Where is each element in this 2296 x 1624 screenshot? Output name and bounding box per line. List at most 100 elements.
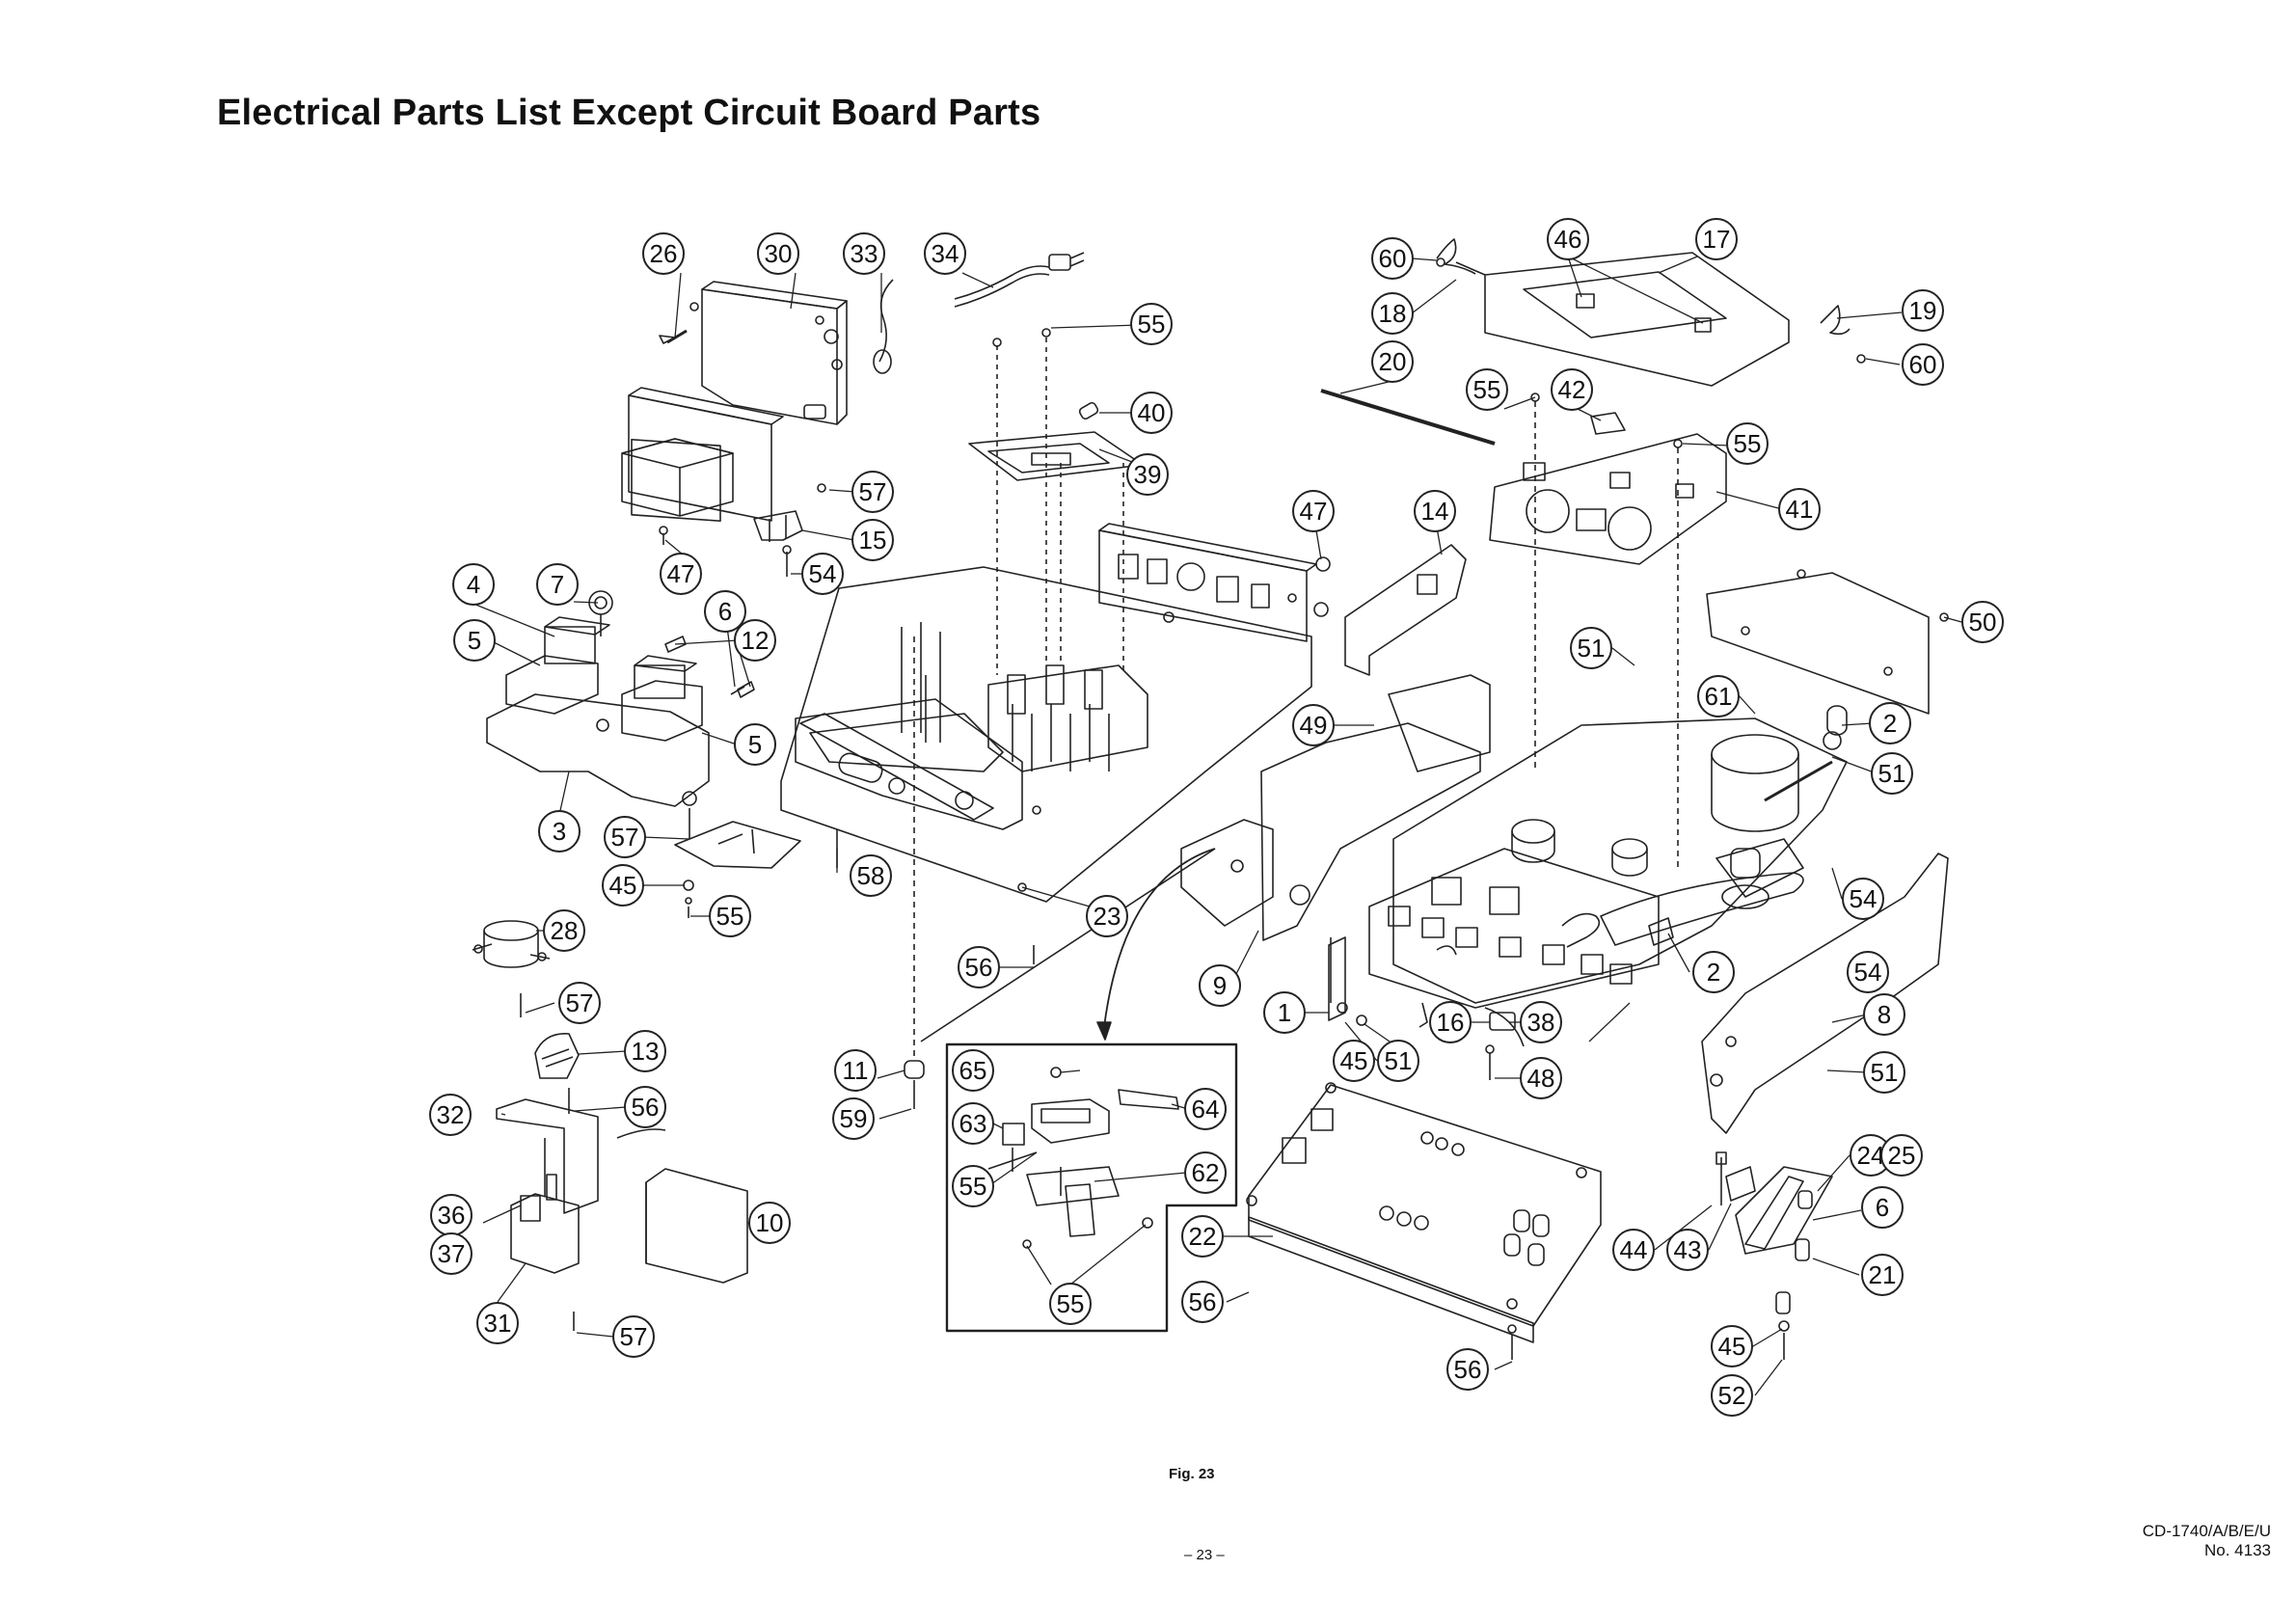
callout-circle bbox=[757, 232, 799, 275]
callout-56: 56 bbox=[1446, 1348, 1489, 1391]
callout-13: 13 bbox=[624, 1030, 666, 1072]
callout-circle bbox=[604, 816, 646, 858]
callout-label: 43 bbox=[1674, 1235, 1702, 1264]
callout-circle bbox=[1861, 1186, 1904, 1229]
mech-frame bbox=[1489, 392, 1727, 868]
callout-64: 64 bbox=[1184, 1088, 1227, 1130]
callout-circle bbox=[430, 1232, 473, 1275]
callout-circle bbox=[1778, 488, 1821, 530]
model-info: CD-1740/A/B/E/U No. 4133 bbox=[2143, 1522, 2271, 1560]
callout-circle bbox=[543, 909, 585, 952]
callout-circle bbox=[1842, 878, 1884, 920]
callout-label: 41 bbox=[1786, 495, 1814, 524]
callout-label: 51 bbox=[1578, 634, 1606, 663]
callout-label: 45 bbox=[1340, 1046, 1368, 1075]
callout-circle bbox=[832, 1097, 875, 1140]
callout-57: 57 bbox=[851, 471, 894, 513]
callout-21: 21 bbox=[1861, 1254, 1904, 1296]
callout-circle bbox=[1377, 1040, 1419, 1082]
callout-47: 47 bbox=[1292, 490, 1335, 532]
side-panel-50 bbox=[1706, 569, 1949, 715]
callout-circle bbox=[558, 982, 601, 1024]
callout-circle bbox=[1049, 1283, 1092, 1325]
callout-14: 14 bbox=[1414, 490, 1456, 532]
callout-circle bbox=[734, 723, 776, 766]
callout-label: 60 bbox=[1909, 350, 1937, 379]
callout-label: 34 bbox=[932, 239, 959, 268]
callout-circle bbox=[924, 232, 966, 275]
callout-circle bbox=[602, 864, 644, 907]
callout-label: 60 bbox=[1379, 244, 1407, 273]
callout-37: 37 bbox=[430, 1232, 473, 1275]
callout-17: 17 bbox=[1695, 218, 1738, 260]
callout-label: 8 bbox=[1877, 1000, 1891, 1029]
callout-38: 38 bbox=[1520, 1001, 1562, 1043]
callout-label: 17 bbox=[1703, 225, 1731, 254]
callout-label: 61 bbox=[1705, 682, 1733, 711]
callout-label: 55 bbox=[1057, 1289, 1085, 1318]
callout-42: 42 bbox=[1551, 368, 1593, 411]
callout-45: 45 bbox=[602, 864, 644, 907]
callout-circle bbox=[1446, 1348, 1489, 1391]
main-mechanism bbox=[1368, 705, 1949, 1134]
callout-label: 38 bbox=[1527, 1008, 1555, 1037]
callout-circle bbox=[1371, 340, 1414, 383]
callout-circle bbox=[1292, 704, 1335, 746]
callout-label: 32 bbox=[437, 1100, 465, 1129]
callout-circle bbox=[476, 1302, 519, 1344]
page-title: Electrical Parts List Except Circuit Boa… bbox=[217, 93, 1041, 133]
callout-5: 5 bbox=[734, 723, 776, 766]
callout-circle bbox=[1520, 1001, 1562, 1043]
callout-label: 1 bbox=[1278, 998, 1291, 1027]
callout-55: 55 bbox=[1130, 303, 1173, 345]
callout-9: 9 bbox=[1199, 964, 1241, 1007]
callout-3: 3 bbox=[538, 810, 581, 853]
callout-label: 44 bbox=[1620, 1235, 1648, 1264]
callout-label: 57 bbox=[566, 988, 594, 1017]
callout-label: 3 bbox=[553, 817, 566, 846]
callout-59: 59 bbox=[832, 1097, 875, 1140]
callout-label: 54 bbox=[809, 559, 837, 588]
callout-label: 57 bbox=[859, 477, 887, 506]
power-bracket-assembly bbox=[621, 252, 1085, 577]
callout-46: 46 bbox=[1547, 218, 1589, 260]
callout-label: 45 bbox=[1718, 1332, 1746, 1361]
callout-label: 59 bbox=[840, 1104, 868, 1133]
callout-32: 32 bbox=[429, 1094, 472, 1136]
callout-label: 7 bbox=[551, 570, 564, 599]
callout-39: 39 bbox=[1126, 453, 1169, 496]
callout-circle bbox=[709, 895, 751, 937]
callout-circle bbox=[1263, 991, 1306, 1034]
callout-circle bbox=[1371, 237, 1414, 280]
callout-circle bbox=[1292, 490, 1335, 532]
callout-7: 7 bbox=[536, 563, 579, 606]
callout-label: 5 bbox=[748, 730, 762, 759]
callout-circle bbox=[1863, 1051, 1905, 1094]
callout-20: 20 bbox=[1371, 340, 1414, 383]
callout-circle bbox=[1711, 1325, 1753, 1367]
top-lid bbox=[1320, 238, 1866, 446]
callout-circle bbox=[1871, 752, 1913, 795]
callout-label: 24 bbox=[1857, 1141, 1885, 1170]
callout-circle bbox=[642, 232, 685, 275]
callout-label: 51 bbox=[1385, 1046, 1413, 1075]
callout-label: 62 bbox=[1192, 1158, 1220, 1187]
callout-57: 57 bbox=[604, 816, 646, 858]
callout-60: 60 bbox=[1371, 237, 1414, 280]
callout-26: 26 bbox=[642, 232, 685, 275]
callout-label: 14 bbox=[1421, 497, 1449, 526]
switch-assembly bbox=[496, 1033, 748, 1331]
callout-circle bbox=[624, 1030, 666, 1072]
callout-circle bbox=[612, 1315, 655, 1358]
callout-circle bbox=[851, 471, 894, 513]
callout-label: 21 bbox=[1869, 1260, 1897, 1289]
callout-label: 54 bbox=[1850, 884, 1877, 913]
callout-label: 55 bbox=[1734, 429, 1762, 458]
callout-36: 36 bbox=[430, 1194, 473, 1236]
callout-circle bbox=[1551, 368, 1593, 411]
callout-circle bbox=[834, 1049, 877, 1092]
callout-label: 40 bbox=[1138, 398, 1166, 427]
callout-57: 57 bbox=[612, 1315, 655, 1358]
callout-label: 6 bbox=[718, 597, 732, 626]
callout-51: 51 bbox=[1570, 627, 1612, 669]
